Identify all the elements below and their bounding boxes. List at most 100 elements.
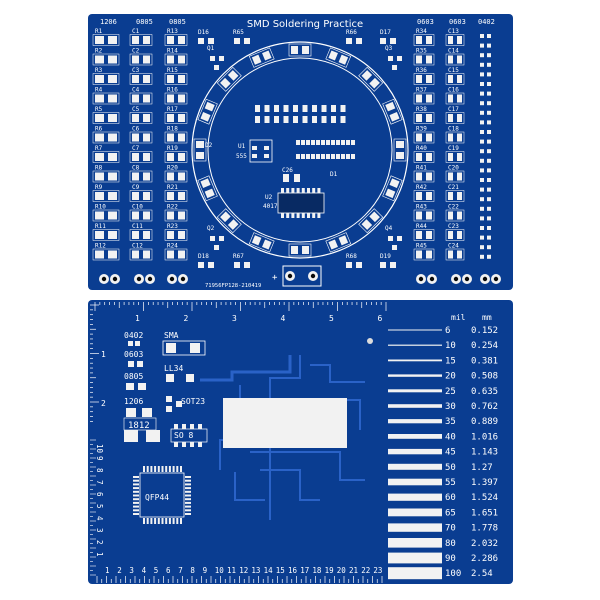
silkscreen-outline [164, 151, 188, 163]
trace-sample [388, 389, 442, 393]
silkscreen-outline [164, 34, 188, 46]
trace-mil-value: 25 [445, 387, 456, 397]
trace-mil-value: 70 [445, 524, 456, 534]
pkg-0603-label: 0603 [124, 350, 143, 359]
solder-pad [331, 116, 336, 123]
solder-pad [487, 178, 491, 182]
solder-pad [95, 94, 104, 103]
silkscreen-outline [445, 73, 465, 85]
solder-pad [178, 250, 185, 259]
trace-header-mm: mm [482, 313, 492, 322]
q1-label: Q1 [207, 45, 215, 52]
solder-pad [95, 75, 104, 83]
solder-pad [143, 94, 150, 103]
solder-pad [167, 250, 174, 259]
solder-pad [487, 82, 491, 86]
trace-mm-value: 0.889 [471, 417, 498, 427]
solder-pad [167, 133, 174, 142]
silkscreen-outline [413, 112, 435, 124]
ring-led-footprint [248, 47, 275, 68]
solder-pad [95, 172, 104, 181]
component-label: C11 [132, 223, 143, 230]
ruler-cm-label: 8 [190, 566, 195, 575]
ruler-cm-label: 5 [95, 504, 104, 509]
vertical-resistor-row [255, 105, 346, 123]
led-ring-outer [191, 41, 409, 259]
solder-pad [487, 226, 491, 230]
trace-sample [388, 344, 442, 346]
solder-pad [457, 55, 462, 64]
silkscreen-outline [445, 53, 465, 66]
ruler-cm-label: 1 [95, 552, 104, 557]
solder-pad [448, 250, 453, 259]
ic-pin [301, 213, 305, 218]
q2-label: Q2 [207, 225, 215, 232]
package-footprints: 0402 0603 0805 1206 1812 SMA LL34 SOT23 … [123, 331, 208, 524]
trace-mm-value: 1.397 [471, 478, 498, 488]
ruler-cm-label: 8 [95, 468, 104, 473]
component-label: C6 [132, 126, 140, 133]
solder-pad [448, 192, 453, 200]
ring-led-footprint [288, 243, 312, 257]
so8-pads [174, 424, 202, 447]
ruler-cm-label: 12 [239, 566, 248, 575]
solder-pad [487, 91, 491, 96]
solder-pad [306, 140, 310, 145]
corner-pads [198, 38, 402, 268]
solder-pad [426, 231, 432, 239]
ring-led-footprint [288, 43, 312, 57]
solder-pad [416, 55, 422, 64]
solder-pad [426, 211, 432, 220]
solder-pad [95, 153, 104, 161]
trace-sample [388, 329, 442, 331]
solder-pad [480, 226, 484, 230]
solder-pad [132, 55, 139, 64]
solder-pad [143, 231, 150, 239]
solder-pad [487, 130, 491, 134]
solder-pad [108, 231, 117, 239]
plus-label: + [272, 273, 278, 283]
component-label: R1 [95, 28, 103, 35]
component-label: C15 [448, 67, 459, 74]
ruler-inch-label: 2 [184, 314, 189, 323]
solder-pad [480, 187, 484, 192]
solder-pad [480, 216, 484, 221]
ruler-cm-label: 7 [95, 480, 104, 485]
silkscreen-outline [129, 92, 153, 105]
u2-label: U2 [265, 194, 273, 201]
silkscreen-outline [129, 131, 153, 144]
bottom-terminal-holes [99, 271, 501, 284]
solder-pad [132, 133, 139, 142]
component-label: R37 [416, 87, 427, 94]
solder-pad [480, 53, 484, 58]
silkscreen-outline [129, 248, 153, 261]
ic-pin [301, 188, 305, 193]
ruler-cm-label: 16 [288, 566, 298, 575]
solder-pad [416, 172, 422, 181]
component-label: R8 [95, 165, 103, 172]
component-label: R6 [95, 126, 103, 133]
solder-pad [264, 116, 270, 123]
solder-pad [487, 245, 491, 250]
size-label-0805-b: 0805 [169, 18, 186, 26]
solder-pad [108, 153, 117, 161]
trace-mil-value: 45 [445, 448, 456, 458]
component-label: R39 [416, 126, 427, 133]
solder-pad [480, 235, 484, 240]
trace-mm-value: 1.651 [471, 508, 498, 518]
trace-sample [388, 374, 442, 377]
silkscreen-outline [129, 73, 153, 85]
silkscreen-outline [413, 34, 435, 46]
trace-sample [388, 538, 442, 548]
trace-mil-value: 10 [445, 341, 456, 351]
component-label: C10 [132, 204, 143, 211]
solder-pad [480, 245, 484, 250]
solder-pad [316, 154, 320, 159]
ic-pin [312, 213, 316, 218]
trace-mil-value: 6 [445, 326, 450, 336]
pkg-0402-label: 0402 [124, 331, 143, 340]
top-board-body [88, 14, 513, 290]
silkscreen-outline [164, 112, 188, 124]
ruler-cm-label: 13 [251, 566, 260, 575]
